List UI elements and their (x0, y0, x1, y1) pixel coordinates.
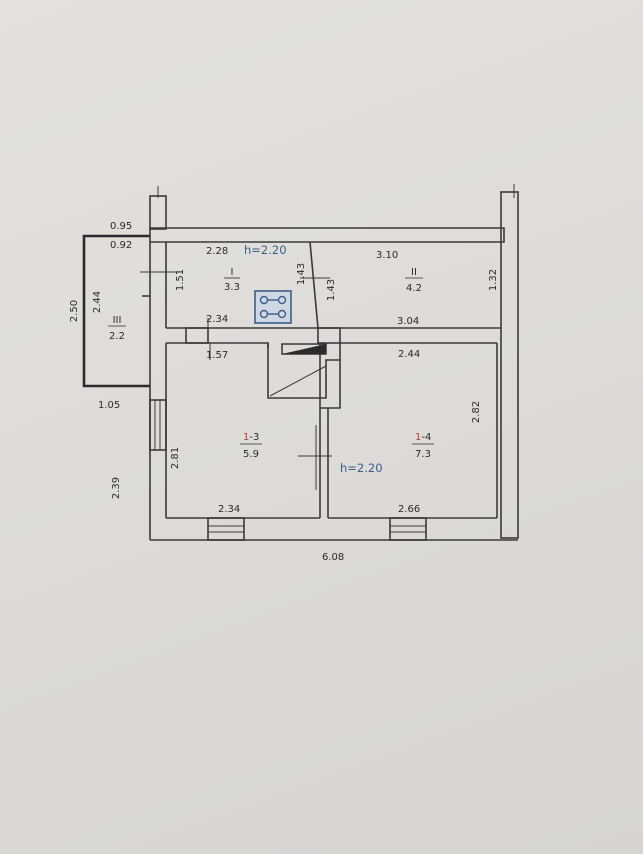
dimension-labels: 0.95 0.92 2.50 2.44 1.05 2.39 1.51 2.28 … (69, 221, 499, 563)
svg-text:III: III (113, 315, 122, 326)
dim-1-43-a: 1.43 (296, 263, 307, 285)
left-door-opening (149, 399, 167, 451)
dim-2-44: 2.44 (92, 291, 103, 313)
svg-text:1-4: 1-4 (415, 432, 431, 443)
height-lower: h=2.20 (340, 461, 383, 475)
right-wall (500, 191, 519, 539)
height-upper: h=2.20 (244, 243, 287, 257)
svg-text:2.2: 2.2 (109, 331, 125, 342)
dim-3-04: 3.04 (397, 316, 419, 327)
svg-text:5.9: 5.9 (243, 449, 259, 460)
svg-text:4.2: 4.2 (406, 283, 422, 294)
svg-text:1-3: 1-3 (243, 432, 259, 443)
dim-1-43-b: 1.43 (326, 279, 337, 301)
top-wall (150, 227, 505, 243)
chimney-stub-left (149, 195, 167, 230)
dim-1-57: 1.57 (206, 350, 228, 361)
room-label-I: I 3.3 (224, 267, 240, 293)
dim-1-05: 1.05 (98, 400, 120, 411)
svg-text:II: II (411, 267, 417, 278)
dim-2-34-top: 2.34 (206, 314, 228, 325)
svg-text:7.3: 7.3 (415, 449, 431, 460)
dim-2-82: 2.82 (471, 401, 482, 423)
dim-2-50: 2.50 (69, 300, 80, 322)
dim-2-34-bottom: 2.34 (218, 504, 240, 515)
window-room-1-3 (207, 517, 245, 541)
dim-0-95: 0.95 (110, 221, 132, 232)
svg-text:I: I (231, 267, 234, 278)
dim-2-44-room: 2.44 (398, 349, 420, 360)
walls (82, 184, 519, 541)
room-label-II: II 4.2 (405, 267, 423, 294)
dim-1-51: 1.51 (175, 269, 186, 291)
vestibule-III (82, 234, 150, 388)
dim-3-10: 3.10 (376, 250, 398, 261)
stove-icon (254, 290, 292, 324)
room-label-III: III 2.2 (108, 315, 126, 342)
room-label-1-4: 1-4 7.3 (412, 432, 434, 460)
window-room-1-4 (389, 517, 427, 541)
dim-2-81: 2.81 (170, 447, 181, 469)
svg-text:3.3: 3.3 (224, 282, 240, 293)
dim-2-28: 2.28 (206, 246, 228, 257)
dim-0-92: 0.92 (110, 240, 132, 251)
dim-2-66: 2.66 (398, 504, 420, 515)
dim-1-32: 1.32 (488, 269, 499, 291)
dim-2-39: 2.39 (111, 477, 122, 499)
partition-I-II (309, 241, 319, 329)
dim-6-08: 6.08 (322, 552, 344, 563)
room-label-1-3: 1-3 5.9 (240, 432, 262, 460)
